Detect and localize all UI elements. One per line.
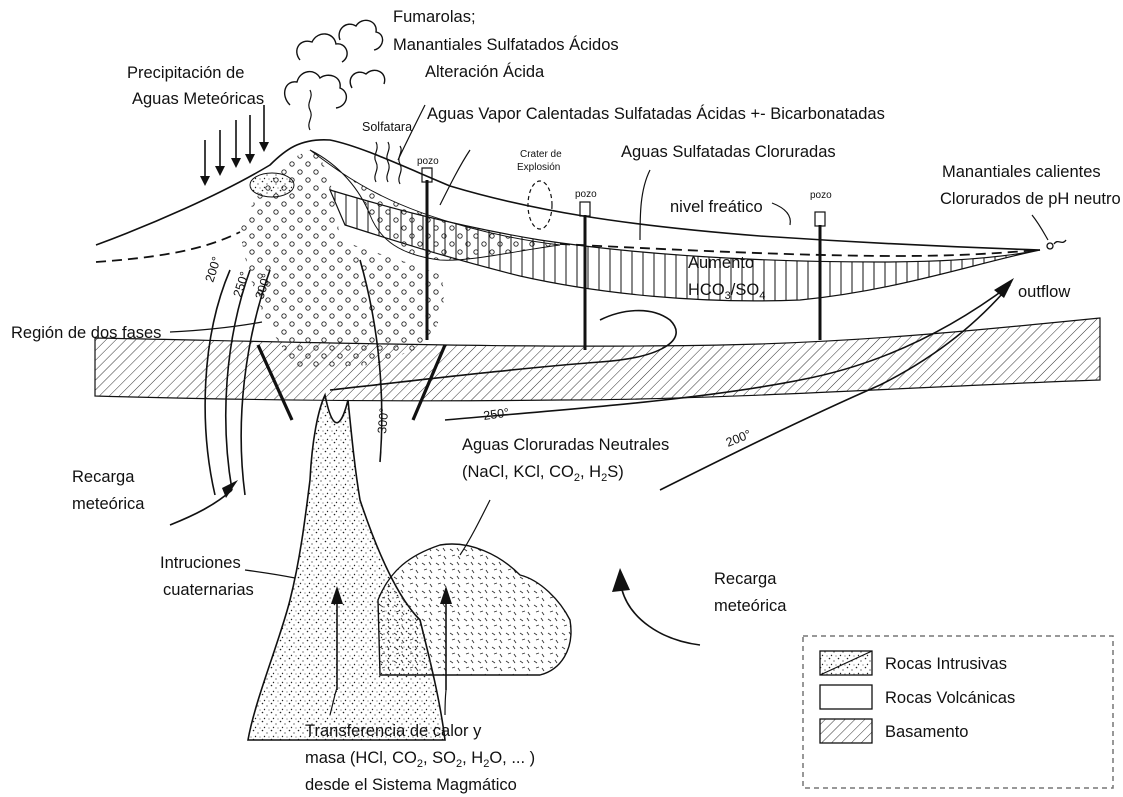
legend-swatch-basement	[820, 719, 872, 743]
label-crater-2: Explosión	[517, 162, 560, 173]
explosion-crater	[528, 181, 552, 229]
legend-label-basement: Basamento	[885, 723, 968, 741]
label-alteracion: Alteración Ácida	[425, 62, 545, 81]
label-aguas-sulfatadas-cloruradas: Aguas Sulfatadas Cloruradas	[621, 143, 836, 161]
label-transferencia-1: Transferencia de calor y	[305, 722, 482, 740]
label-manantiales-sulfatados: Manantiales Sulfatados Ácidos	[393, 35, 619, 54]
rain-arrows	[205, 105, 264, 180]
label-precipitacion-2: Aguas Meteóricas	[132, 90, 264, 108]
well-derrick-3	[815, 212, 825, 226]
label-transferencia-3: desde el Sistema Magmático	[305, 776, 517, 794]
isotherm-label-250-center: 250°	[482, 406, 510, 423]
label-recarga-left-1: Recarga	[72, 468, 135, 486]
label-manantiales-calientes-1: Manantiales calientes	[942, 163, 1101, 181]
label-aumento: Aumento	[688, 254, 754, 272]
label-nivel-freatico: nivel freático	[670, 198, 763, 216]
basement-layer	[95, 318, 1100, 401]
recharge-right-curve	[622, 590, 700, 645]
label-intruciones-1: Intruciones	[160, 554, 241, 572]
label-pozo-3: pozo	[810, 190, 832, 201]
label-region-dos-fases: Región de dos fases	[11, 324, 161, 342]
fumarole-cloud	[285, 20, 385, 108]
label-fumarolas: Fumarolas;	[393, 8, 476, 26]
label-recarga-left-2: meteórica	[72, 495, 145, 513]
label-crater-1: Crater de	[520, 149, 562, 160]
legend-swatch-volcanic	[820, 685, 872, 709]
intrusion-secondary	[378, 544, 571, 675]
isotherm-label-250-left: 250°	[231, 270, 252, 299]
label-solfatara: Solfatara	[362, 120, 412, 134]
isotherm-label-300-center: 300°	[375, 407, 391, 434]
recharge-left-curve	[170, 490, 232, 525]
label-outflow: outflow	[1018, 283, 1070, 301]
label-aguas-vapor: Aguas Vapor Calentadas Sulfatadas Ácidas…	[427, 104, 885, 123]
label-transferencia-2: masa (HCl, CO2, SO2, H2O, ... )	[305, 749, 535, 770]
acid-alteration-lens	[250, 173, 294, 197]
isotherm-label-200-left: 200°	[203, 255, 224, 284]
label-formula: (NaCl, KCl, CO2, H2S)	[462, 463, 624, 484]
legend: Rocas Intrusivas Rocas Volcánicas Basame…	[803, 636, 1113, 788]
label-recarga-right-1: Recarga	[714, 570, 777, 588]
label-aguas-cloruradas: Aguas Cloruradas Neutrales	[462, 436, 669, 454]
hot-spring-icon	[1047, 240, 1066, 249]
well-derrick-2	[580, 202, 590, 216]
label-recarga-right-2: meteórica	[714, 597, 787, 615]
label-pozo-1: pozo	[417, 156, 439, 167]
label-manantiales-calientes-2: Clorurados de pH neutro	[940, 190, 1121, 208]
label-pozo-2: pozo	[575, 189, 597, 200]
label-precipitacion-1: Precipitación de	[127, 64, 244, 82]
label-intruciones-2: cuaternarias	[163, 581, 254, 599]
recharge-right-arrowhead	[612, 568, 630, 592]
legend-label-volcanic: Rocas Volcánicas	[885, 689, 1015, 707]
legend-label-intrusive: Rocas Intrusivas	[885, 655, 1007, 673]
